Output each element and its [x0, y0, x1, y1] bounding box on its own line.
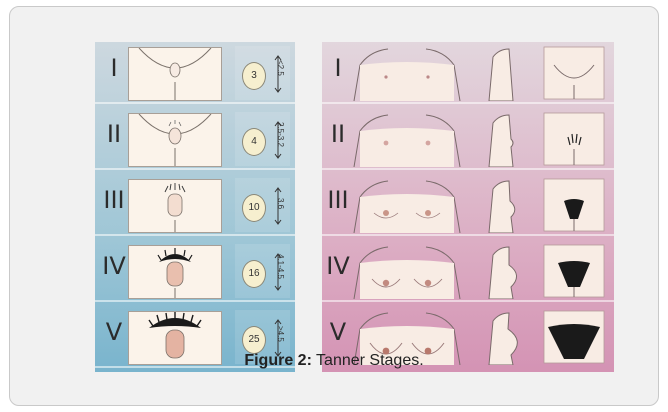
pubic-hair-illustration — [540, 177, 608, 233]
testicular-volume-cell: 4 2.5-3.2 — [235, 112, 290, 166]
testicular-volume-cell: 3 <2.5 — [235, 46, 290, 100]
stage-label: I — [325, 54, 351, 82]
testicular-length: 4.1-4.5 — [276, 254, 285, 279]
stage-label: IV — [325, 252, 351, 280]
testicular-volume-cell: 16 4.1-4.5 — [235, 244, 290, 298]
stage-label: V — [101, 318, 127, 346]
volume-bead: 4 — [242, 128, 266, 156]
caption-label: Figure 2: — [244, 352, 312, 369]
female-stage-row-4: IV — [322, 240, 614, 302]
male-stage-row-2: II 4 2.5-3.2 — [95, 108, 295, 170]
female-tanner-panel: I II — [322, 42, 614, 372]
male-tanner-panel: I 3 <2.5 II — [95, 42, 295, 372]
male-genital-illustration — [128, 47, 222, 101]
female-stage-row-3: III — [322, 174, 614, 236]
stage-label: II — [101, 120, 127, 148]
breast-side-illustration — [479, 111, 527, 167]
testicular-length: 3.6 — [276, 198, 285, 209]
stage-label: V — [325, 318, 351, 346]
testicular-length: >4.5 — [276, 326, 285, 342]
male-stage-row-1: I 3 <2.5 — [95, 42, 295, 104]
figure-card: I 3 <2.5 II — [9, 6, 659, 406]
breast-front-illustration — [350, 243, 464, 299]
male-stage-row-3: III 10 3.6 — [95, 174, 295, 236]
breast-side-illustration — [479, 177, 527, 233]
volume-bead: 10 — [242, 194, 266, 222]
testicular-length: <2.5 — [276, 60, 285, 76]
breast-front-illustration — [350, 177, 464, 233]
volume-bead: 3 — [242, 62, 266, 90]
volume-bead: 25 — [242, 326, 266, 354]
stage-label: II — [325, 120, 351, 148]
testicular-volume-cell: 10 3.6 — [235, 178, 290, 232]
male-stage-row-4: IV 16 4.1-4.5 — [95, 240, 295, 302]
caption-text: Tanner Stages. — [316, 352, 424, 369]
pubic-hair-illustration — [540, 111, 608, 167]
figure-caption: Figure 2: Tanner Stages. — [10, 352, 658, 370]
male-genital-illustration — [128, 245, 222, 299]
volume-bead: 16 — [242, 260, 266, 288]
breast-front-illustration — [350, 111, 464, 167]
testicular-length: 2.5-3.2 — [276, 122, 285, 147]
stage-label: IV — [101, 252, 127, 280]
breast-side-illustration — [479, 45, 527, 101]
pubic-hair-illustration — [540, 243, 608, 299]
male-genital-illustration — [128, 113, 222, 167]
stage-label: III — [325, 186, 351, 214]
breast-front-illustration — [350, 45, 464, 101]
female-stage-row-2: II — [322, 108, 614, 170]
pubic-hair-illustration — [540, 45, 608, 101]
stage-label: III — [101, 186, 127, 214]
male-genital-illustration — [128, 179, 222, 233]
stage-label: I — [101, 54, 127, 82]
breast-side-illustration — [479, 243, 527, 299]
female-stage-row-1: I — [322, 42, 614, 104]
